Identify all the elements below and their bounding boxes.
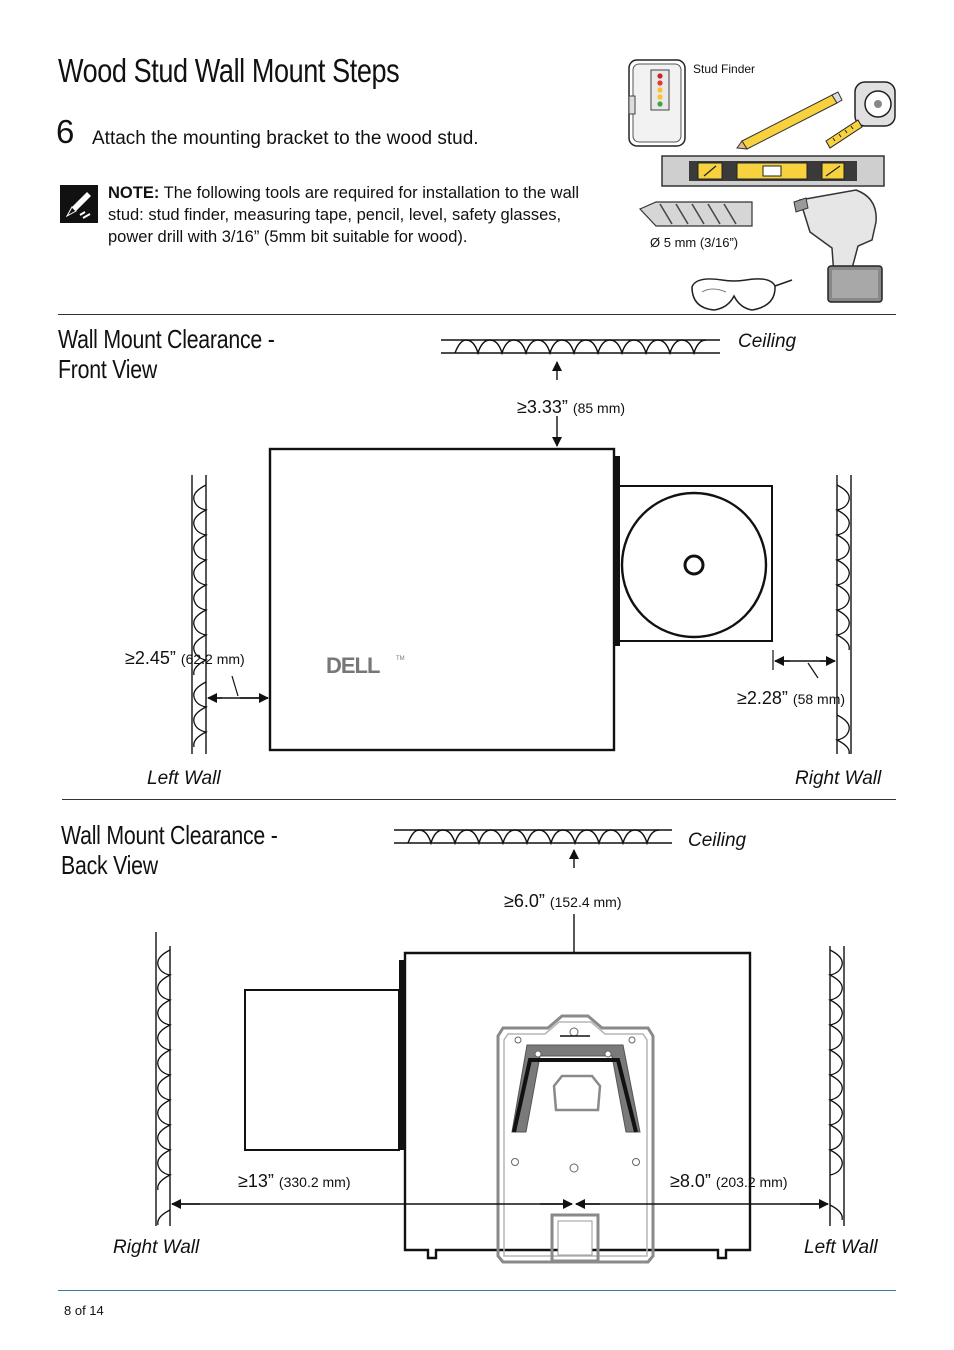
back-right-wall-label: Right Wall [113, 1237, 200, 1258]
left-wall-hatch [191, 475, 208, 754]
printer-back-body [403, 951, 752, 1260]
section-divider [58, 314, 896, 315]
page-number: 8 of 14 [64, 1303, 104, 1318]
note-label: NOTE: [108, 184, 160, 202]
note-icon [60, 185, 98, 223]
right-wall-hatch [155, 932, 172, 1226]
svg-text:TM: TM [396, 656, 405, 662]
front-top-clearance: ≥3.33” (85 mm) [517, 397, 626, 417]
front-left-clearance: ≥2.45” (62.2 mm) [125, 648, 245, 668]
right-wall-hatch [835, 475, 852, 755]
back-left-wall-label: Left Wall [804, 1237, 878, 1258]
footer-divider [58, 1290, 896, 1291]
stud-finder-label: Stud Finder [693, 62, 756, 76]
power-drill-icon [793, 189, 883, 303]
step-number: 6 [56, 113, 75, 150]
section-divider [62, 799, 896, 800]
step-instruction: Attach the mounting bracket to the wood … [92, 128, 479, 149]
front-right-wall-label: Right Wall [795, 768, 882, 789]
drill-bit-icon [638, 201, 753, 227]
front-view-title: Wall Mount Clearance - Front View [58, 324, 275, 384]
tape-measure-icon [825, 81, 896, 149]
safety-glasses-icon [691, 278, 793, 311]
printer-front-body [268, 447, 616, 752]
back-view-title: Wall Mount Clearance - Back View [61, 820, 278, 880]
back-top-clearance: ≥6.0” (152.4 mm) [504, 891, 622, 911]
front-ceiling-label: Ceiling [738, 331, 797, 352]
left-wall-hatch [828, 946, 845, 1226]
back-left-clearance: ≥13” (330.2 mm) [238, 1171, 351, 1191]
dell-logo: DELL [326, 653, 380, 678]
ceiling-hatch [441, 339, 720, 356]
pencil-icon [736, 91, 843, 150]
drill-bit-label: Ø 5 mm (3/16”) [650, 235, 739, 250]
back-right-clearance: ≥8.0” (203.2 mm) [670, 1171, 788, 1191]
page-title: Wood Stud Wall Mount Steps [58, 52, 400, 89]
ceiling-hatch [394, 829, 672, 846]
back-view-diagram [155, 829, 845, 1264]
front-left-wall-label: Left Wall [147, 768, 221, 789]
note-body: The following tools are required for ins… [108, 184, 580, 246]
front-view-diagram: DELL TM [191, 339, 852, 755]
front-right-clearance: ≥2.28” (58 mm) [737, 688, 846, 708]
back-ceiling-label: Ceiling [688, 830, 747, 851]
tools-illustration [628, 59, 896, 311]
note-paragraph: NOTE: The following tools are required f… [108, 182, 603, 248]
mounting-bracket [496, 1014, 655, 1264]
paper-roll-box-back [244, 989, 400, 1151]
stud-finder-icon [628, 59, 686, 147]
level-icon [661, 155, 885, 187]
